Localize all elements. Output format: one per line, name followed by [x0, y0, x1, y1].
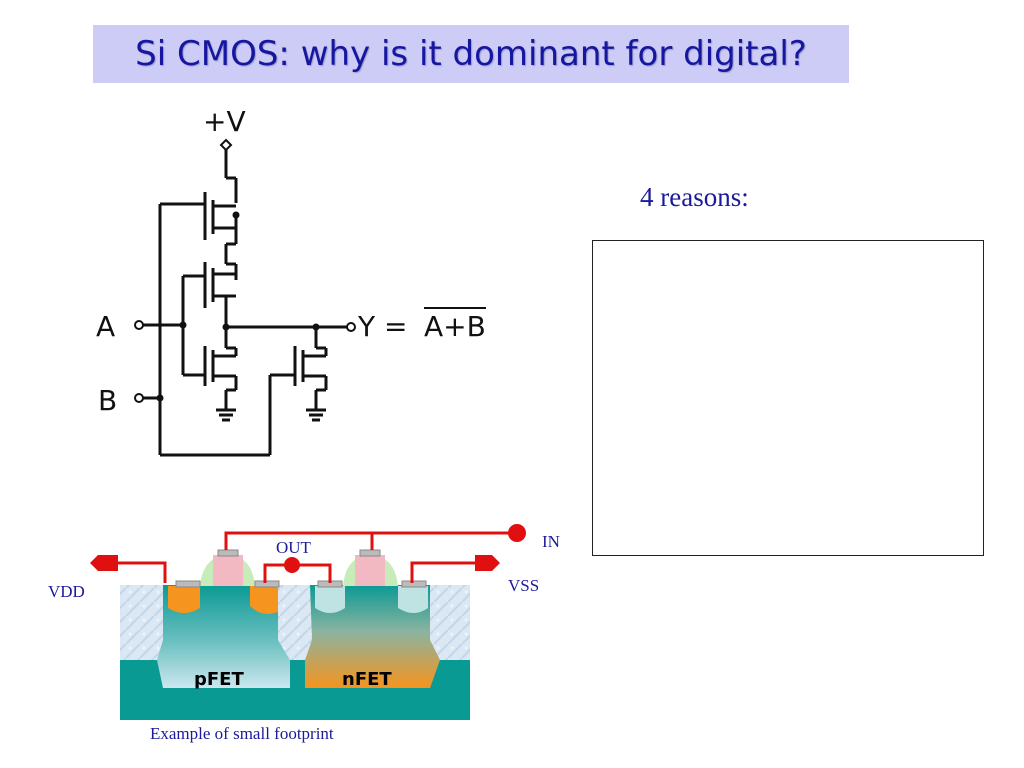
footprint-caption: Example of small footprint: [150, 724, 334, 743]
slide-title: Si CMOS: why is it dominant for digital?: [135, 34, 807, 74]
output-prefix-label: Y =: [357, 310, 407, 343]
reasons-box: [592, 240, 984, 556]
nfet-label: nFET: [342, 669, 392, 690]
input-a-label: A: [96, 310, 115, 343]
vdd-label: VDD: [48, 582, 85, 601]
supply-label: +V: [203, 105, 246, 138]
input-b-label: B: [98, 384, 117, 417]
in-label: IN: [542, 532, 560, 551]
pfet-label: pFET: [194, 669, 244, 690]
output-expression-label: A+B: [424, 310, 486, 343]
out-label: OUT: [276, 538, 311, 557]
nor-gate-schematic: +V A B Y = A+B: [96, 105, 486, 457]
reasons-label: 4 reasons:: [640, 182, 749, 212]
title-bar: Si CMOS: why is it dominant for digital?: [93, 25, 849, 83]
cmos-cross-section: pFET nFET: [90, 524, 526, 720]
vss-label: VSS: [508, 576, 540, 595]
